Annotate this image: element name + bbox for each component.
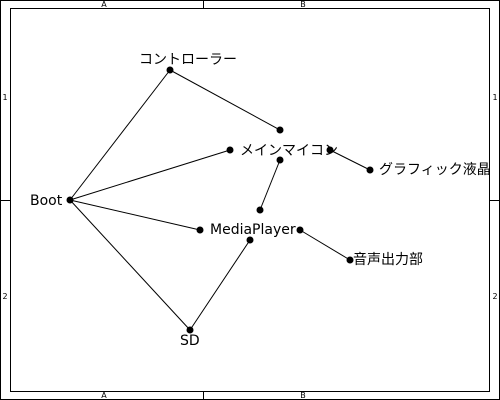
node-label-graphic-lcd: グラフィック液晶	[379, 162, 491, 178]
port-main-mcu-top[interactable]	[276, 126, 284, 134]
node-label-main-mcu: メインマイコン	[240, 143, 338, 159]
node-label-audio-out: 音声出力部	[353, 251, 423, 268]
labels-layer: Boot コントローラー メインマイコン グラフィック液晶 MediaPlaye…	[30, 52, 491, 349]
port-main-mcu-bottom[interactable]	[276, 156, 284, 164]
column-label-bottom-a: A	[101, 391, 107, 400]
port-media-player-left[interactable]	[196, 226, 204, 234]
node-label-sd: SD	[180, 333, 200, 349]
node-label-controller: コントローラー	[139, 52, 237, 68]
edge-boot-main-mcu	[69, 149, 231, 201]
port-media-player-bottom[interactable]	[246, 236, 254, 244]
port-main-mcu-right[interactable]	[326, 146, 334, 154]
port-media-player-right[interactable]	[296, 226, 304, 234]
column-label-bottom-b: B	[300, 391, 306, 400]
edge-main-mcu-media-player	[259, 159, 281, 211]
port-graphic-lcd[interactable]	[366, 166, 374, 174]
port-main-mcu-left[interactable]	[226, 146, 234, 154]
row-label-left-2: 2	[2, 292, 7, 301]
edge-boot-media-player	[69, 199, 201, 231]
port-boot[interactable]	[66, 196, 74, 204]
node-label-media-player: MediaPlayer	[210, 222, 296, 238]
edge-media-player-audio-out	[299, 229, 351, 261]
row-label-right-1: 1	[492, 93, 497, 102]
edge-main-mcu-graphic-lcd	[329, 149, 371, 171]
column-label-top-a: A	[101, 0, 107, 9]
edge-boot-controller	[69, 69, 171, 201]
edges-layer	[69, 69, 371, 331]
inner-border	[10, 8, 490, 392]
edge-controller-main-mcu	[169, 69, 281, 131]
port-controller[interactable]	[166, 66, 174, 74]
edge-boot-sd	[69, 199, 191, 331]
row-label-left-1: 1	[2, 93, 7, 102]
port-audio-out[interactable]	[346, 256, 354, 264]
row-label-right-2: 2	[492, 292, 497, 301]
ports-layer	[66, 66, 374, 334]
column-label-top-b: B	[300, 0, 306, 9]
edge-sd-media-player	[189, 239, 251, 331]
port-sd[interactable]	[186, 326, 194, 334]
node-label-boot: Boot	[30, 193, 63, 209]
port-media-player-top[interactable]	[256, 206, 264, 214]
